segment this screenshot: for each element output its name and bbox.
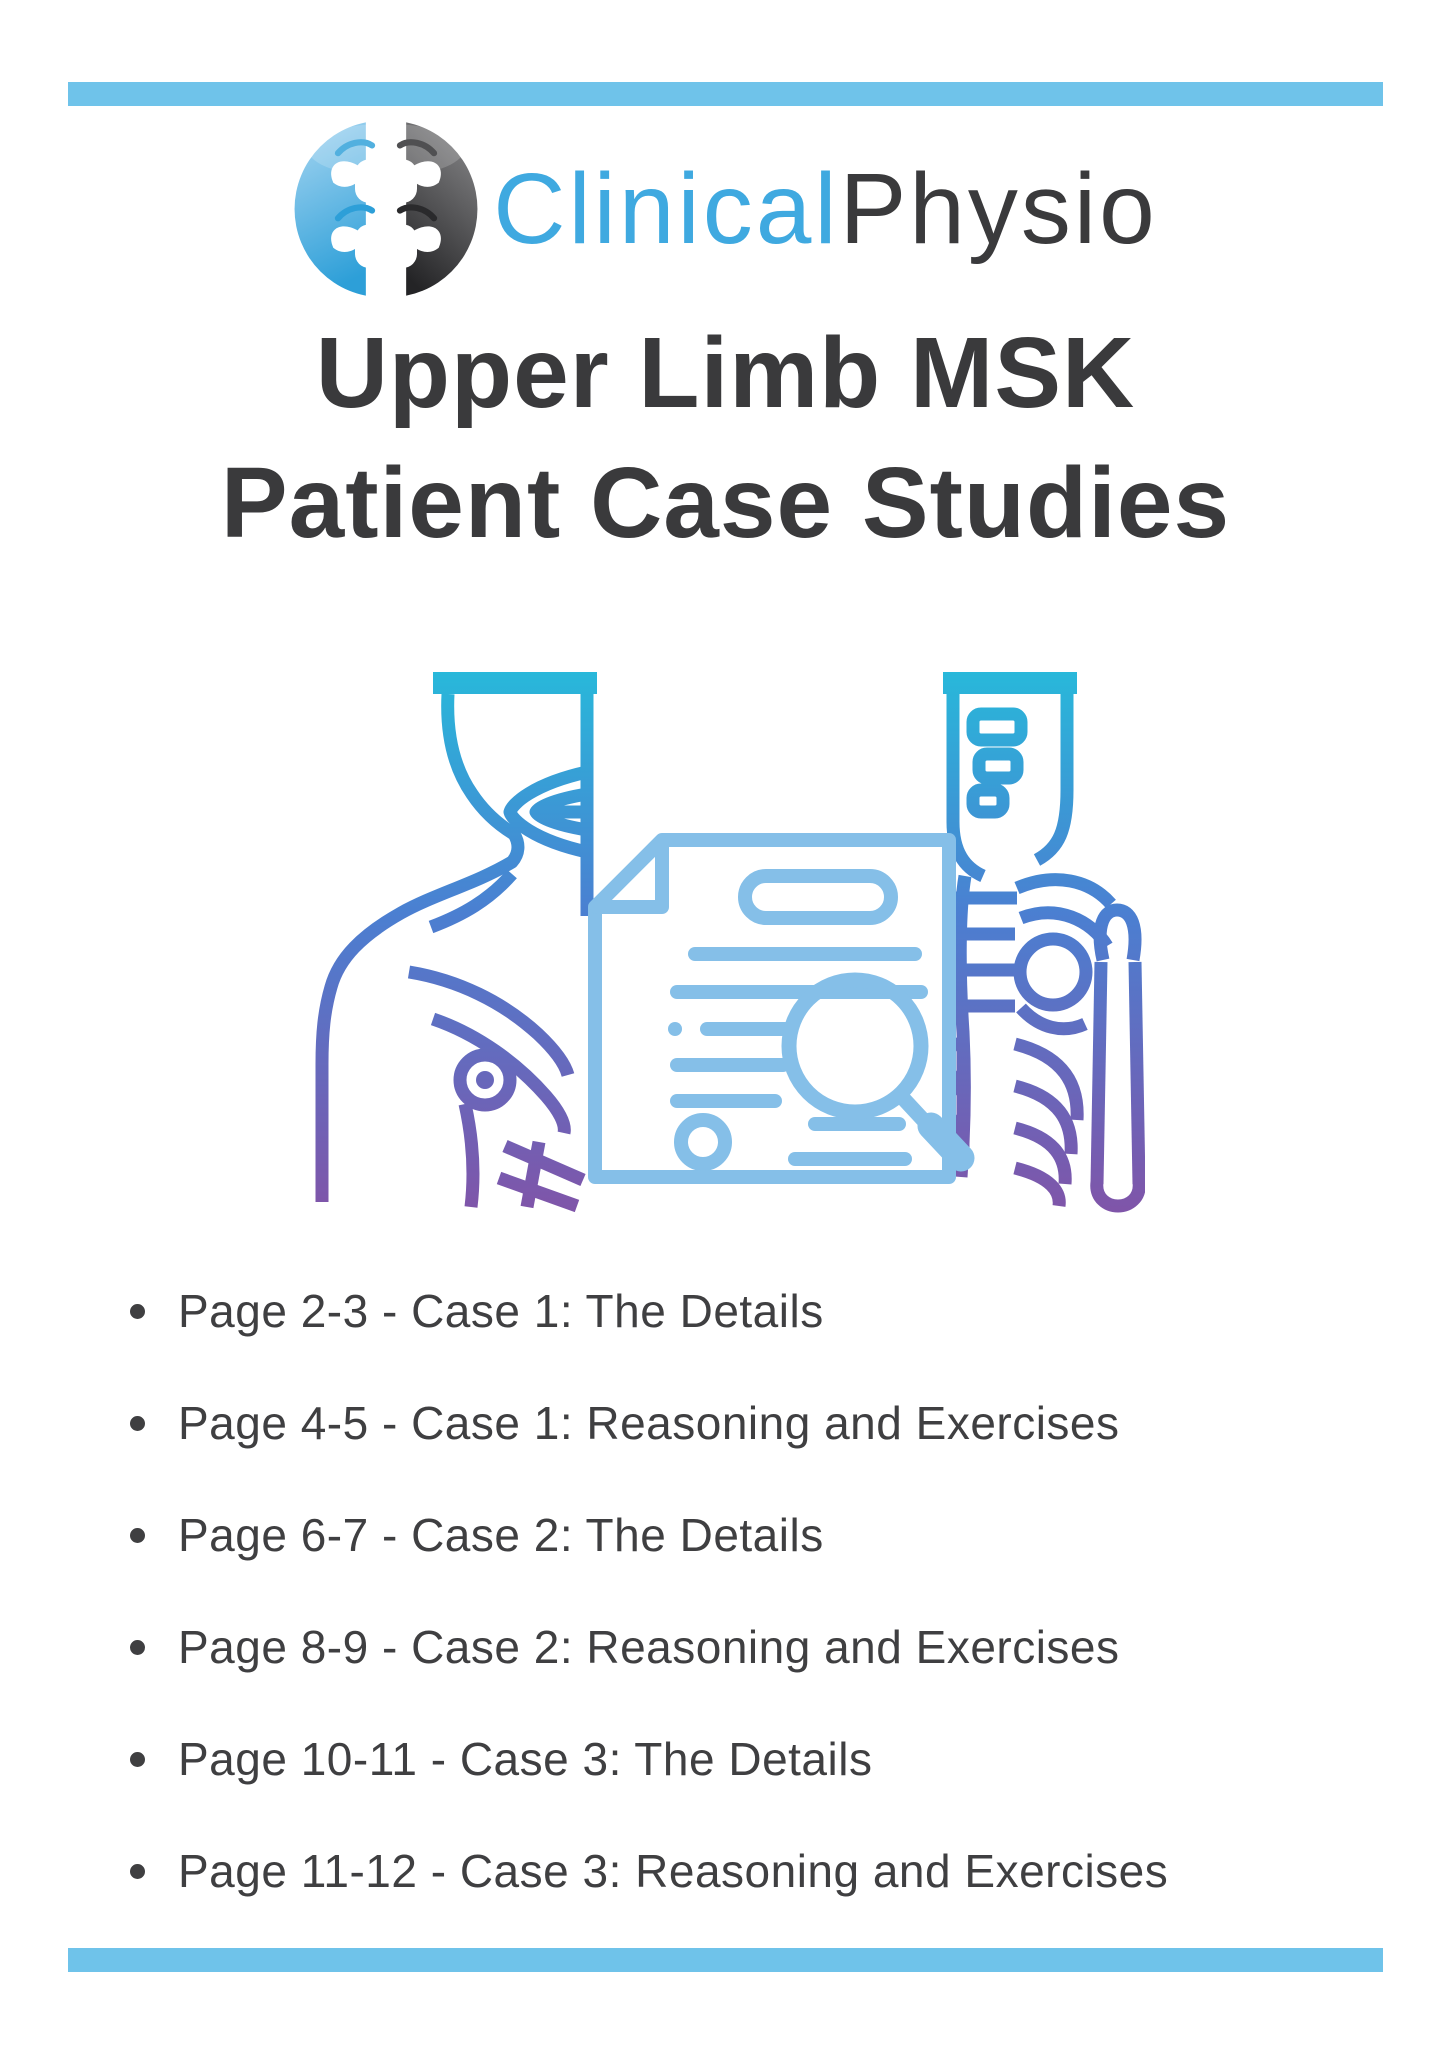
- page-title: Upper Limb MSK Patient Case Studies: [0, 308, 1451, 568]
- case-study-document: [588, 833, 975, 1184]
- brand-second-word: Physio: [839, 153, 1158, 265]
- toc-item-label: Page 8-9 - Case 2: Reasoning and Exercis…: [178, 1621, 1120, 1673]
- brand-wordmark: ClinicalPhysio: [493, 116, 1157, 302]
- body-half: [315, 672, 597, 1213]
- toc-item: Page 10-11 - Case 3: The Details: [130, 1731, 1371, 1787]
- anatomy-illustration: [315, 672, 1145, 1217]
- toc-item-label: Page 4-5 - Case 1: Reasoning and Exercis…: [178, 1397, 1120, 1449]
- toc-item-label: Page 11-12 - Case 3: Reasoning and Exerc…: [178, 1845, 1169, 1897]
- title-line-2: Patient Case Studies: [220, 447, 1231, 559]
- table-of-contents: Page 2-3 - Case 1: The Details Page 4-5 …: [130, 1283, 1371, 1955]
- top-accent-bar: [68, 82, 1383, 106]
- bullet-dot: [130, 1415, 145, 1431]
- bullet-dot: [130, 1639, 145, 1655]
- anatomy-case-study-graphic: [315, 672, 1145, 1213]
- spine-logo-icon: [294, 116, 478, 302]
- toc-item: Page 11-12 - Case 3: Reasoning and Exerc…: [130, 1843, 1371, 1899]
- bullet-dot: [130, 1303, 145, 1319]
- clinical-physio-logo: ClinicalPhysio: [0, 116, 1451, 302]
- toc-item-label: Page 2-3 - Case 1: The Details: [178, 1285, 824, 1337]
- bullet-dot: [130, 1863, 145, 1879]
- bullet-dot: [130, 1751, 145, 1767]
- magnifier-icon: [781, 972, 975, 1172]
- toc-item: Page 4-5 - Case 1: Reasoning and Exercis…: [130, 1395, 1371, 1451]
- toc-item: Page 6-7 - Case 2: The Details: [130, 1507, 1371, 1563]
- toc-item: Page 8-9 - Case 2: Reasoning and Exercis…: [130, 1619, 1371, 1675]
- bottom-accent-bar: [68, 1948, 1383, 1972]
- toc-item-label: Page 6-7 - Case 2: The Details: [178, 1509, 824, 1561]
- title-line-1: Upper Limb MSK: [315, 317, 1136, 429]
- skeleton-half: [920, 672, 1145, 1213]
- toc-item: Page 2-3 - Case 1: The Details: [130, 1283, 1371, 1339]
- toc-item-label: Page 10-11 - Case 3: The Details: [178, 1733, 873, 1785]
- bullet-dot: [130, 1527, 145, 1543]
- brand-first-word: Clinical: [493, 153, 840, 265]
